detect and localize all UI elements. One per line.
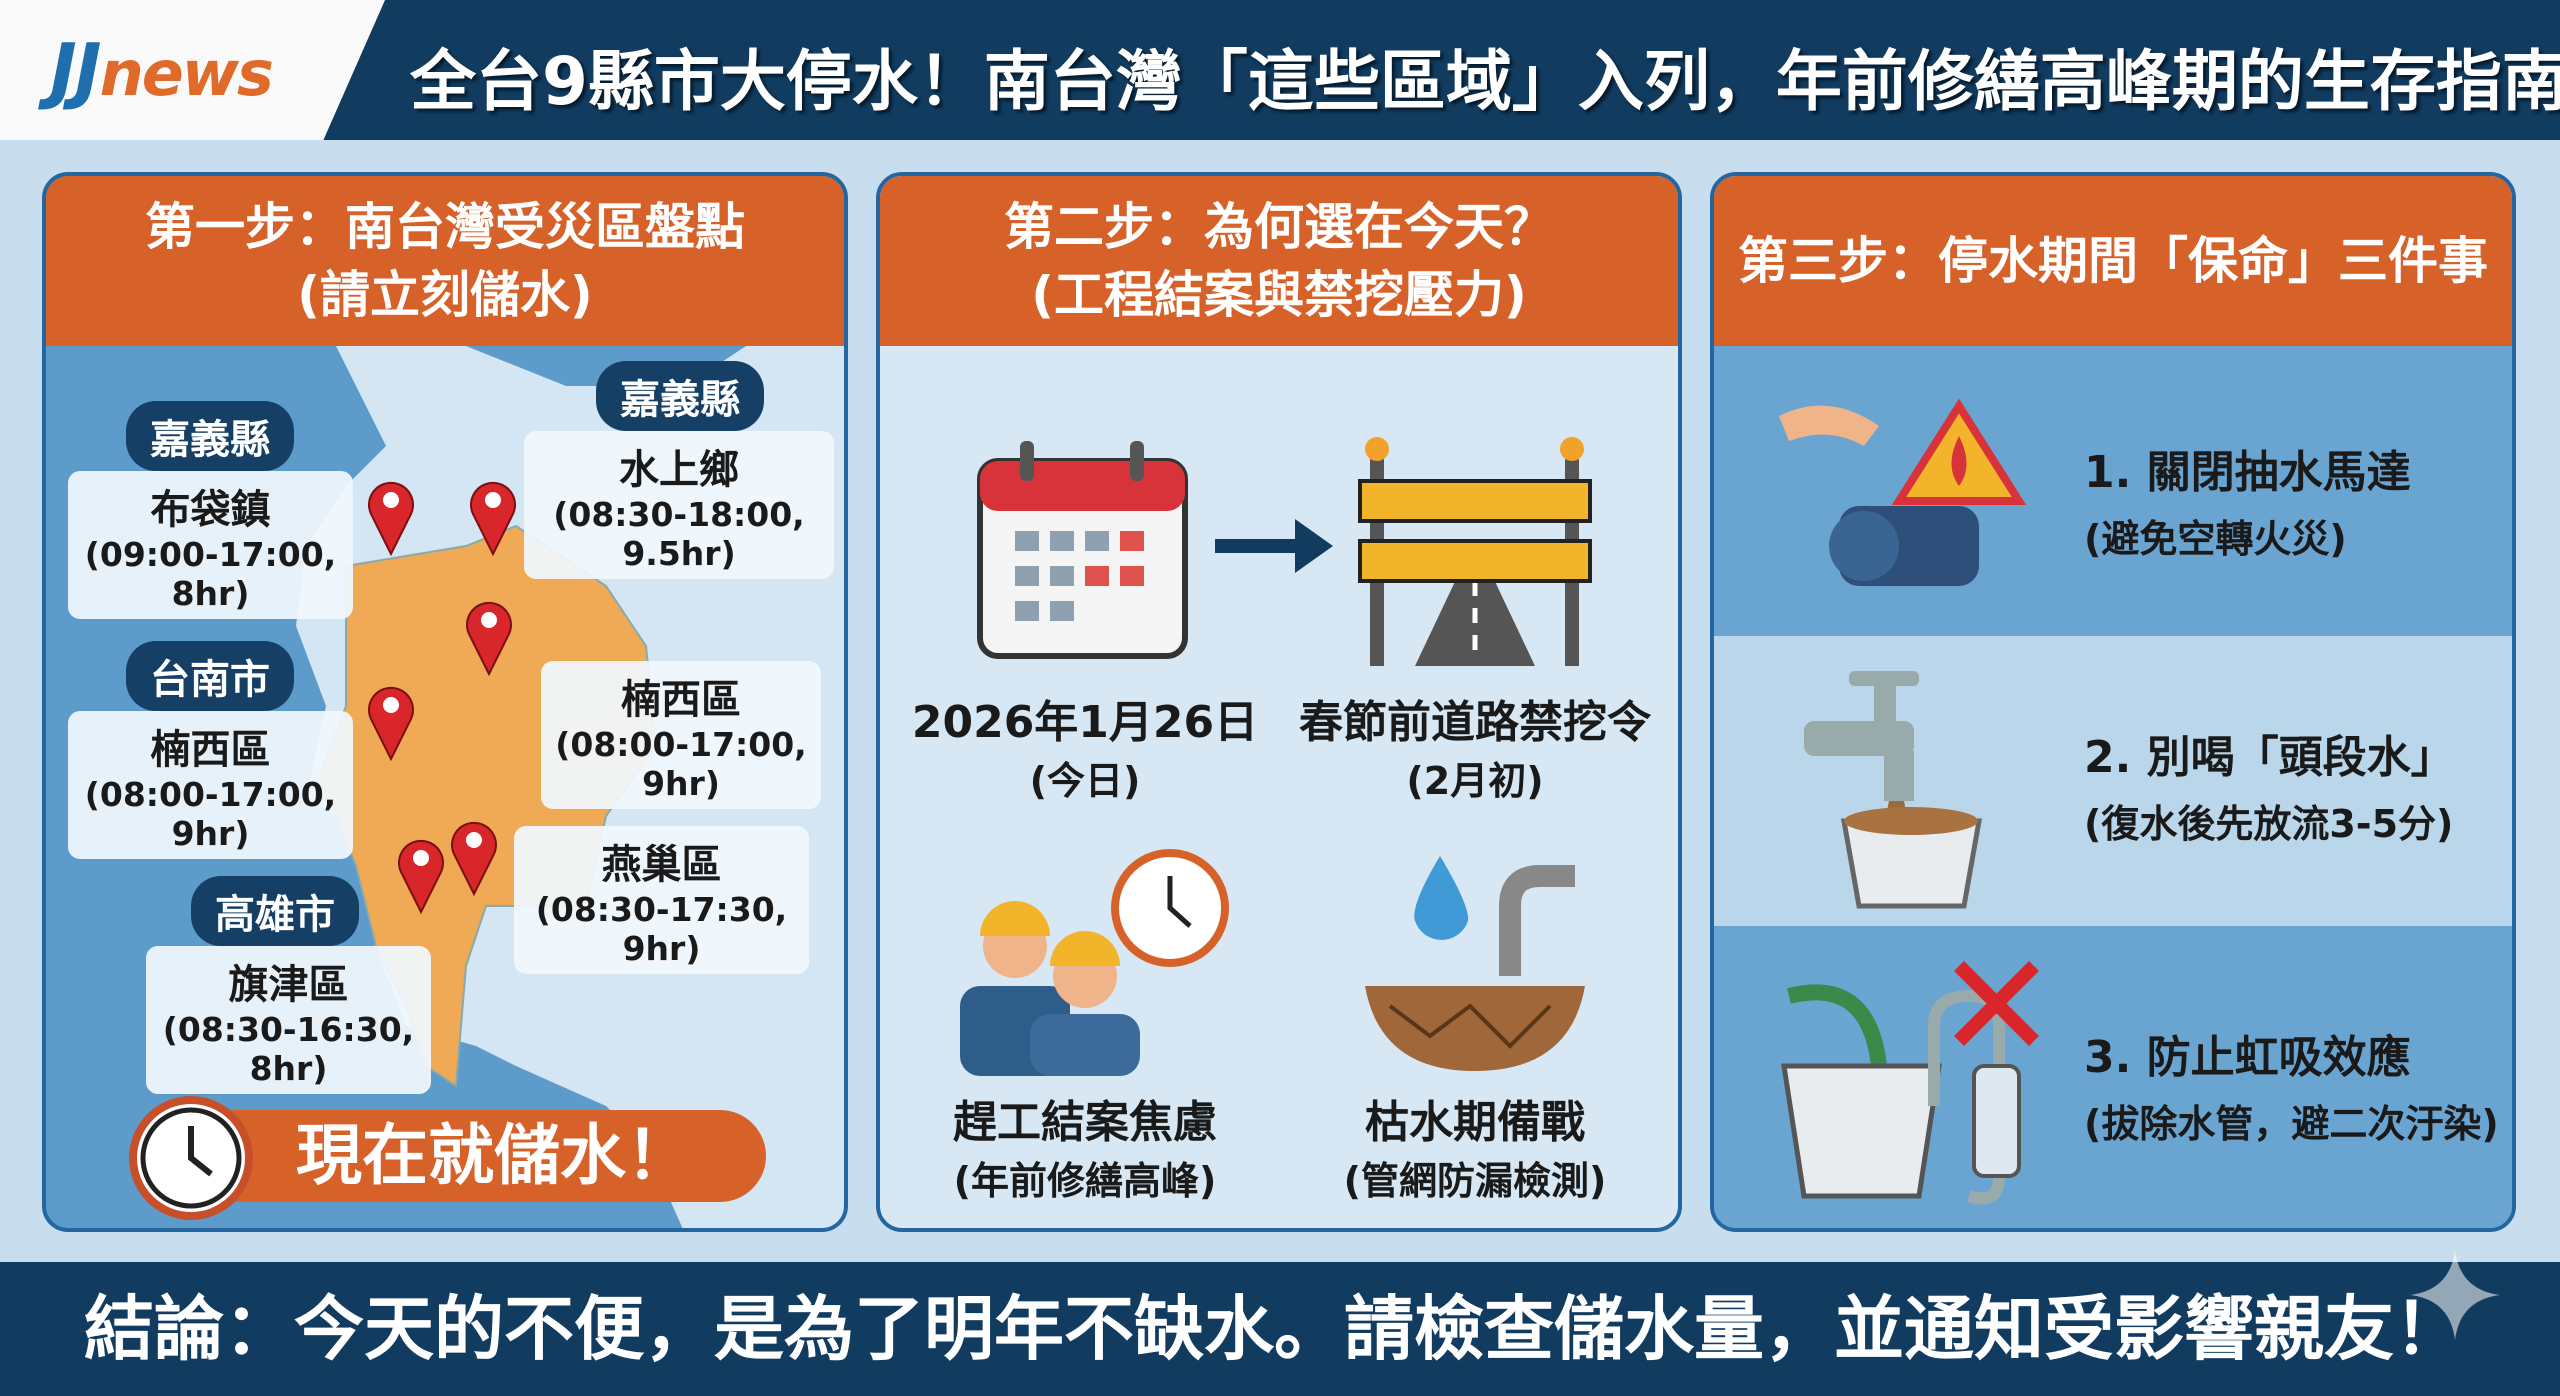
calendar-icon <box>977 441 1188 659</box>
store-water-cta: 現在就儲水！ <box>126 1096 766 1220</box>
workers-clock-icon <box>960 849 1229 1076</box>
step2-subtitle: (工程結案與禁挖壓力) <box>1031 266 1527 324</box>
hose-bucket-icon <box>1781 961 2039 1205</box>
clock-icon <box>129 1096 253 1220</box>
map-pin-icon[interactable] <box>366 476 416 556</box>
rush-completion-caption: 趕工結案焦慮(年前修繕高峰) <box>953 1097 1217 1203</box>
step1-title: 第一步：南台灣受災區盤點 <box>145 198 745 256</box>
map-pin-icon[interactable] <box>468 476 518 556</box>
map-pin-icon[interactable] <box>449 816 499 896</box>
dig-ban-caption: 春節前道路禁挖令(2月初) <box>1299 697 1651 803</box>
step2-panel: 第二步：為何選在今天？ (工程結案與禁挖壓力) 2026年1月26日(今日) 春… <box>876 172 1682 1232</box>
map-pin-icon[interactable] <box>366 681 416 761</box>
tip1-text: 1. 關閉抽水馬達(避免空轉火災) <box>2084 447 2411 561</box>
region-box-nanxi-left: 楠西區(08:00-17:00, 9hr) <box>68 711 353 859</box>
county-tag-chiayi-left: 嘉義縣 <box>126 401 294 471</box>
map-pin-icon[interactable] <box>396 834 446 914</box>
step3-title: 第三步：停水期間「保命」三件事 <box>1738 232 2488 290</box>
step1-header: 第一步：南台灣受災區盤點 (請立刻儲水) <box>46 176 844 346</box>
step3-header: 第三步：停水期間「保命」三件事 <box>1714 176 2512 346</box>
arrow-right-icon <box>1215 519 1333 573</box>
step1-subtitle: (請立刻儲水) <box>297 266 593 324</box>
sparkle-icon <box>2410 1250 2500 1340</box>
footer-conclusion: 結論：今天的不便，是為了明年不缺水。請檢查儲水量，並通知受影響親友！ <box>0 1262 2560 1396</box>
region-box-cijin: 旗津區(08:30-16:30, 8hr) <box>146 946 431 1094</box>
water-drop-pipe-icon <box>1365 856 1585 1071</box>
county-tag-kaohsiung: 高雄市 <box>191 876 359 946</box>
store-water-label: 現在就儲水！ <box>186 1110 766 1202</box>
faucet-bucket-icon <box>1804 671 1982 909</box>
jjnews-logo[interactable]: JJnews <box>50 28 274 112</box>
step3-panel: 第三步：停水期間「保命」三件事 1. 關閉抽水馬達(避免空轉火災) 2. 別喝「… <box>1710 172 2516 1232</box>
dry-season-caption: 枯水期備戰(管網防漏檢測) <box>1343 1097 1607 1203</box>
step2-header: 第二步：為何選在今天？ (工程結案與禁挖壓力) <box>880 176 1678 346</box>
tip-row-pump: 1. 關閉抽水馬達(避免空轉火災) <box>1714 346 2512 636</box>
region-box-budai: 布袋鎮(09:00-17:00, 8hr) <box>68 471 353 619</box>
header: JJnews 全台9縣市大停水！南台灣「這些區域」入列，年前修繕高峰期的生存指南 <box>0 0 2560 140</box>
county-tag-chiayi-right: 嘉義縣 <box>596 361 764 431</box>
county-tag-tainan: 台南市 <box>126 641 294 711</box>
water-pump-icon <box>1779 398 2027 586</box>
region-box-shuishang: 水上鄉(08:30-18:00, 9.5hr) <box>524 431 834 579</box>
step1-panel: 第一步：南台灣受災區盤點 (請立刻儲水) 嘉義縣 布袋鎮(09:00-17:00… <box>42 172 848 1232</box>
step2-title: 第二步：為何選在今天？ <box>1004 198 1554 256</box>
tip3-text: 3. 防止虹吸效應(拔除水管，避二次汙染) <box>2084 1032 2499 1146</box>
map-pin-icon[interactable] <box>464 596 514 676</box>
region-box-yanchao: 燕巢區(08:30-17:30, 9hr) <box>514 826 809 974</box>
tip-row-siphon: 3. 防止虹吸效應(拔除水管，避二次汙染) <box>1714 926 2512 1228</box>
page-title: 全台9縣市大停水！南台灣「這些區域」入列，年前修繕高峰期的生存指南 <box>410 43 2560 120</box>
tip-row-first-water: 2. 別喝「頭段水」(復水後先放流3-5分) <box>1714 636 2512 926</box>
logo-area: JJnews <box>0 0 385 140</box>
region-box-nanxi-right: 楠西區(08:00-17:00, 9hr) <box>541 661 821 809</box>
road-barrier-icon <box>1358 437 1592 666</box>
today-date-caption: 2026年1月26日(今日) <box>911 697 1259 803</box>
tip2-text: 2. 別喝「頭段水」(復水後先放流3-5分) <box>2084 732 2455 846</box>
